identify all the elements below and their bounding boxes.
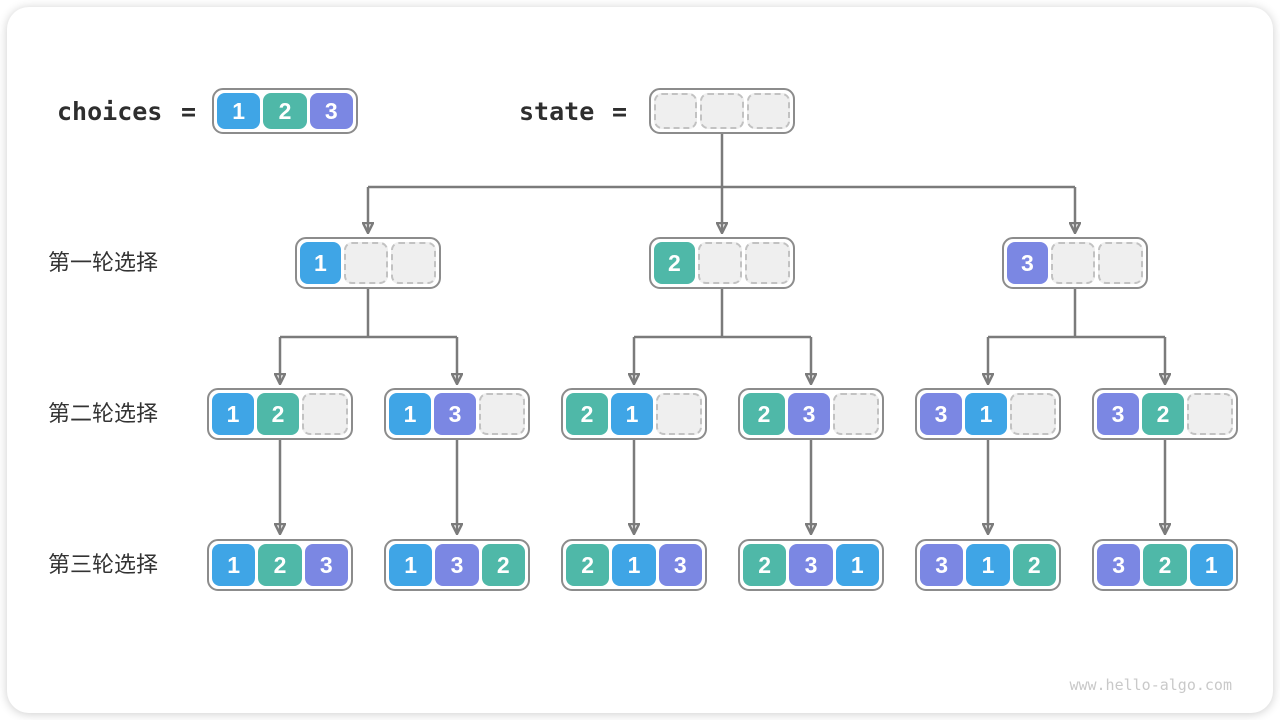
choices-label: choices bbox=[57, 97, 163, 126]
value-cell-2: 2 bbox=[743, 544, 787, 586]
empty-cell bbox=[745, 242, 791, 284]
value-cell-1: 1 bbox=[1189, 544, 1233, 586]
empty-cell bbox=[654, 93, 698, 129]
value-cell-1: 1 bbox=[212, 544, 256, 586]
value-cell-3: 3 bbox=[1097, 544, 1141, 586]
value-cell-1: 1 bbox=[300, 242, 341, 284]
empty-cell bbox=[343, 242, 389, 284]
value-cell-3: 3 bbox=[1007, 242, 1048, 284]
empty-cell bbox=[833, 393, 879, 435]
empty-cell bbox=[302, 393, 348, 435]
value-cell-1: 1 bbox=[389, 393, 431, 435]
empty-cell bbox=[1050, 242, 1096, 284]
value-cell-2: 2 bbox=[1012, 544, 1056, 586]
value-cell-3: 3 bbox=[309, 93, 353, 129]
state-equals-sign: = bbox=[612, 97, 628, 126]
row-label-round-1: 第一轮选择 bbox=[48, 250, 159, 275]
value-cell-1: 1 bbox=[611, 393, 653, 435]
value-cell-1: 1 bbox=[217, 93, 261, 129]
value-cell-2: 2 bbox=[1142, 393, 1184, 435]
tree-node-r1-2: 2 bbox=[649, 237, 795, 289]
empty-cell bbox=[1010, 393, 1056, 435]
value-cell-2: 2 bbox=[743, 393, 785, 435]
value-cell-2: 2 bbox=[566, 393, 608, 435]
empty-cell bbox=[697, 242, 743, 284]
value-cell-3: 3 bbox=[920, 544, 964, 586]
value-cell-2: 2 bbox=[257, 393, 299, 435]
value-cell-3: 3 bbox=[1097, 393, 1139, 435]
empty-cell bbox=[479, 393, 525, 435]
value-cell-1: 1 bbox=[612, 544, 656, 586]
empty-cell bbox=[700, 93, 744, 129]
state-label: state bbox=[519, 97, 595, 126]
value-cell-3: 3 bbox=[788, 393, 830, 435]
value-cell-3: 3 bbox=[658, 544, 702, 586]
empty-cell bbox=[656, 393, 702, 435]
diagram-card bbox=[7, 7, 1273, 713]
row-label-round-3: 第三轮选择 bbox=[48, 552, 159, 577]
value-cell-1: 1 bbox=[212, 393, 254, 435]
empty-cell bbox=[746, 93, 790, 129]
value-cell-2: 2 bbox=[263, 93, 307, 129]
empty-cell bbox=[391, 242, 437, 284]
state-array bbox=[649, 88, 795, 134]
value-cell-3: 3 bbox=[435, 544, 479, 586]
watermark-url: www.hello-algo.com bbox=[1069, 676, 1232, 694]
empty-cell bbox=[1098, 242, 1144, 284]
value-cell-3: 3 bbox=[920, 393, 962, 435]
value-cell-2: 2 bbox=[258, 544, 302, 586]
value-cell-1: 1 bbox=[965, 393, 1007, 435]
tree-node-r1-1: 1 bbox=[295, 237, 441, 289]
value-cell-1: 1 bbox=[389, 544, 433, 586]
value-cell-3: 3 bbox=[789, 544, 833, 586]
value-cell-2: 2 bbox=[481, 544, 525, 586]
value-cell-2: 2 bbox=[1143, 544, 1187, 586]
value-cell-2: 2 bbox=[566, 544, 610, 586]
value-cell-1: 1 bbox=[966, 544, 1010, 586]
value-cell-3: 3 bbox=[304, 544, 348, 586]
value-cell-1: 1 bbox=[835, 544, 879, 586]
empty-cell bbox=[1187, 393, 1233, 435]
tree-node-r1-3: 3 bbox=[1002, 237, 1148, 289]
row-label-round-2: 第二轮选择 bbox=[48, 401, 159, 426]
choices-equals-sign: = bbox=[181, 97, 197, 126]
value-cell-2: 2 bbox=[654, 242, 695, 284]
value-cell-3: 3 bbox=[434, 393, 476, 435]
